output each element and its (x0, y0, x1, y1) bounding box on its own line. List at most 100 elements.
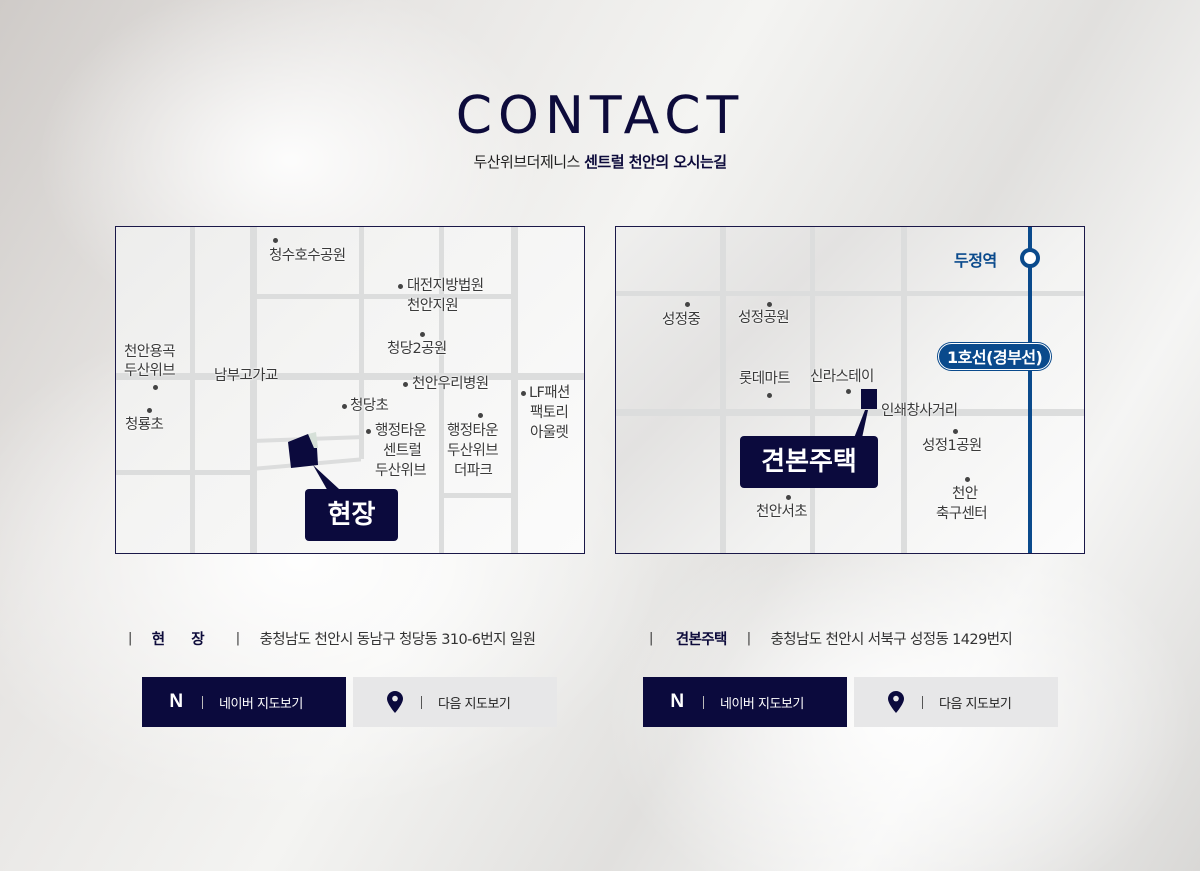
road (250, 227, 257, 553)
naver-icon: N (670, 691, 684, 712)
poi-label: 청당2공원 (387, 341, 447, 357)
model-house-address-text: 충청남도 천안시 서북구 성정동 1429번지 (770, 632, 1013, 648)
poi-dot (685, 302, 690, 307)
model-house-naver-map-button[interactable]: N 네이버 지도보기 (643, 677, 847, 727)
model-house-marker-icon (861, 389, 877, 409)
poi-dot (786, 495, 791, 500)
road (810, 227, 815, 553)
poi-dot (342, 404, 347, 409)
poi-label: 청룡초 (125, 417, 164, 433)
naver-icon: N (169, 691, 183, 712)
naver-map-label: 네이버 지도보기 (720, 696, 804, 712)
poi-label: 행정타운 (447, 423, 499, 439)
divider (202, 695, 203, 709)
site-parcel-icon (288, 432, 318, 468)
poi-dot (478, 413, 483, 418)
poi-label: 천안지원 (407, 298, 459, 314)
poi-label: 청수호수공원 (269, 248, 346, 264)
model-house-map: 두정역 1호선(경부선) 성정중 성정공원 롯데마트 신라스테이 인쇄창사거리 … (615, 226, 1085, 554)
poi-label: 아울렛 (530, 425, 569, 441)
road (439, 227, 444, 553)
poi-dot (521, 391, 526, 396)
poi-dot (403, 382, 408, 387)
naver-map-label: 네이버 지도보기 (219, 696, 303, 712)
divider: | (649, 631, 653, 646)
site-location-map: 청수호수공원 대전지방법원 천안지원 청당2공원 천안용곡 두산위브 남부고가교… (115, 226, 585, 554)
site-tag: 현장 (305, 489, 398, 541)
divider (922, 695, 923, 709)
poi-label: 대전지방법원 (407, 278, 484, 294)
poi-label: 천안서초 (756, 504, 808, 520)
poi-label: 행정타운 (375, 423, 427, 439)
poi-label: 더파크 (454, 463, 493, 479)
page-title: CONTACT (455, 86, 745, 146)
divider (421, 695, 422, 709)
poi-label: 천안 (952, 486, 978, 502)
poi-dot (153, 385, 158, 390)
poi-label: 성정중 (662, 312, 701, 328)
model-house-address-row: | 견본주택 | 충청남도 천안시 서북구 성정동 1429번지 (649, 628, 1013, 649)
daum-map-label: 다음 지도보기 (939, 696, 1012, 712)
divider: | (746, 631, 751, 646)
site-address-name: 현 장 (151, 632, 205, 648)
divider: | (128, 631, 132, 646)
road (511, 227, 518, 553)
poi-label: 성정공원 (738, 310, 790, 326)
poi-dot (273, 238, 278, 243)
rail-line (1028, 227, 1032, 553)
poi-label: 팩토리 (530, 405, 569, 421)
poi-dot (366, 429, 371, 434)
poi-dot (147, 408, 152, 413)
road (441, 493, 513, 498)
road (901, 227, 907, 553)
road (253, 294, 515, 299)
poi-dot (846, 389, 851, 394)
poi-label: 천안용곡 (124, 344, 176, 360)
road (720, 227, 726, 553)
poi-dot (965, 477, 970, 482)
poi-dot (767, 393, 772, 398)
poi-dot (398, 284, 403, 289)
daum-map-label: 다음 지도보기 (438, 696, 511, 712)
subtitle-prefix: 두산위브더제니스 (473, 153, 585, 171)
model-house-pointer-icon (854, 410, 868, 438)
poi-dot (420, 332, 425, 337)
road (616, 409, 1084, 416)
site-address-row: | 현 장 | 충청남도 천안시 동남구 청당동 310-6번지 일원 (128, 628, 536, 649)
road (359, 227, 364, 459)
station-icon (1020, 248, 1040, 268)
site-daum-map-button[interactable]: 다음 지도보기 (353, 677, 557, 727)
road (616, 291, 1084, 296)
poi-label: 남부고가교 (214, 368, 278, 384)
poi-dot (767, 302, 772, 307)
poi-label: LF패션 (529, 385, 570, 401)
divider: | (235, 631, 240, 646)
poi-label: 두산위브 (447, 443, 499, 459)
subtitle-bold: 센트럴 천안의 오시는길 (584, 153, 727, 171)
road (116, 470, 253, 475)
map-pin-icon (385, 691, 405, 713)
site-address-text: 충청남도 천안시 동남구 청당동 310-6번지 일원 (259, 632, 536, 648)
model-house-daum-map-button[interactable]: 다음 지도보기 (854, 677, 1058, 727)
site-pointer-icon (313, 465, 339, 493)
poi-label: 축구센터 (936, 506, 988, 522)
station-label: 두정역 (954, 251, 997, 270)
model-house-tag: 견본주택 (740, 436, 878, 488)
poi-label: 두산위브 (375, 463, 427, 479)
rail-line-badge: 1호선(경부선) (938, 343, 1052, 370)
poi-label: 롯데마트 (739, 371, 791, 387)
poi-label: 인쇄창사거리 (881, 403, 958, 419)
road (190, 227, 195, 553)
road (116, 373, 584, 380)
site-naver-map-button[interactable]: N 네이버 지도보기 (142, 677, 346, 727)
poi-label: 신라스테이 (810, 369, 874, 385)
map-pin-icon (886, 691, 906, 713)
divider (703, 695, 704, 709)
poi-label: 두산위브 (124, 363, 176, 379)
page-subtitle: 두산위브더제니스 센트럴 천안의 오시는길 (0, 151, 1200, 172)
poi-label: 성정1공원 (922, 438, 982, 454)
model-house-address-name: 견본주택 (675, 632, 728, 648)
poi-label: 센트럴 (383, 443, 422, 459)
poi-dot (953, 429, 958, 434)
poi-label: 청당초 (350, 398, 389, 414)
